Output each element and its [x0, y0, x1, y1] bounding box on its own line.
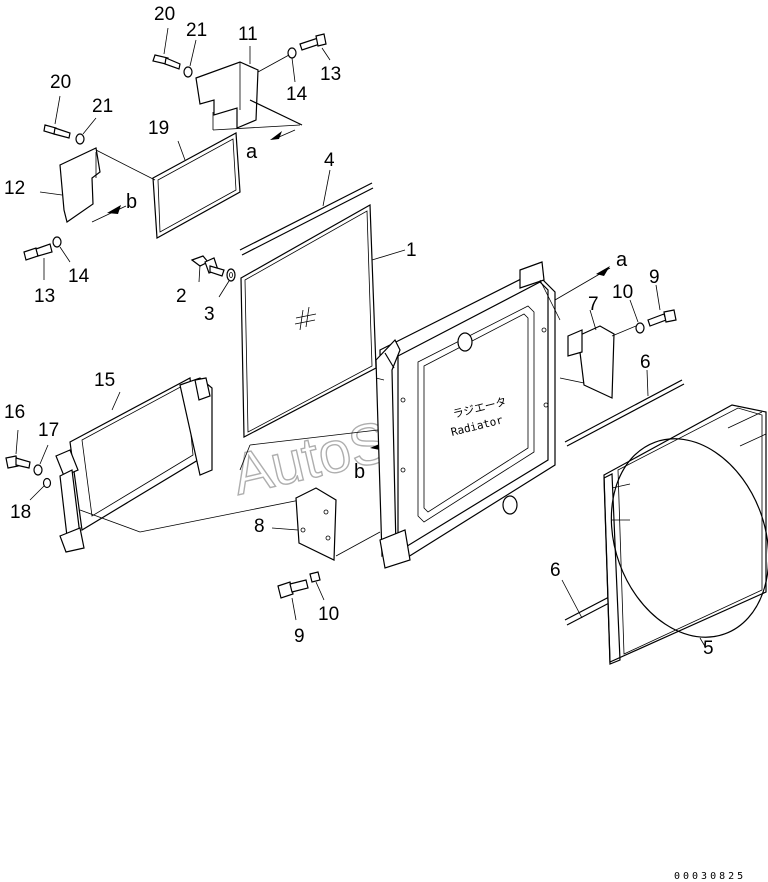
- callout-13-left: 13: [34, 286, 55, 307]
- part-19-plate: [95, 132, 241, 239]
- part-9-bolt-right: [647, 284, 677, 327]
- ref-letter-b-left: b: [126, 191, 137, 213]
- callout-12: 12: [4, 178, 25, 199]
- part-21-washer-top: [183, 39, 197, 78]
- part-9-bolt-lower: [277, 579, 309, 621]
- part-15-oil-cooler: [55, 377, 301, 553]
- ref-letter-b-lower: b: [354, 461, 365, 483]
- radiator-assembly: [375, 261, 561, 569]
- callout-18: 18: [10, 502, 31, 523]
- ref-arrow-a-right: [554, 266, 611, 301]
- callout-14-left: 14: [68, 266, 90, 287]
- part-8-plate: [271, 487, 381, 561]
- callout-16: 16: [4, 402, 25, 423]
- ref-letter-a-top: a: [246, 141, 258, 163]
- part-3-washer: [218, 268, 236, 298]
- drawing-code: 00030825: [674, 871, 746, 882]
- callout-17: 17: [38, 420, 59, 441]
- callout-5: 5: [703, 638, 714, 659]
- part-20-bolt-top: [152, 27, 181, 70]
- part-13-bolt-top: [299, 33, 331, 61]
- callout-1: 1: [406, 240, 417, 261]
- part-18-washer: [29, 477, 52, 501]
- callout-10-right: 10: [612, 282, 633, 303]
- callout-20-left: 20: [50, 72, 71, 93]
- callout-15: 15: [94, 370, 115, 391]
- callout-4: 4: [324, 150, 335, 171]
- reference-letters: a a b b: [126, 141, 628, 483]
- callout-9-lower: 9: [294, 626, 305, 647]
- callout-21-top: 21: [186, 20, 207, 41]
- part-21-washer-left: [75, 117, 97, 145]
- callout-10-lower: 10: [318, 604, 339, 625]
- part-10-washer-right: [629, 299, 645, 334]
- callout-3: 3: [204, 304, 215, 325]
- callout-8: 8: [254, 516, 265, 537]
- part-7-bracket: [559, 309, 637, 399]
- callout-14-top: 14: [286, 84, 308, 105]
- part-12-bracket: [39, 147, 127, 223]
- part-16-bolt: [5, 429, 31, 469]
- callout-6-lower: 6: [550, 560, 561, 581]
- callout-7: 7: [588, 294, 599, 315]
- callout-9-right: 9: [649, 267, 660, 288]
- part-20-bolt-left: [43, 95, 71, 139]
- part-6-strip-upper: [564, 369, 685, 447]
- part-11-bracket: [195, 46, 301, 131]
- part-14-washer-top: [257, 47, 297, 83]
- callout-19: 19: [148, 118, 169, 139]
- callout-20-top: 20: [154, 4, 175, 25]
- callout-21-left: 21: [92, 96, 113, 117]
- callout-6-upper: 6: [640, 352, 651, 373]
- part-2-wing-bolt: [190, 255, 225, 283]
- callout-13-top: 13: [320, 64, 341, 85]
- part-17-washer: [33, 444, 49, 476]
- ref-letter-a-right: a: [616, 249, 628, 271]
- part-5-fan-shroud: [603, 404, 768, 665]
- callout-2: 2: [176, 286, 187, 307]
- callout-11: 11: [238, 24, 258, 45]
- callout-labels: 1 2 3 4 5 6 6 7 8 9 9 10 10 11 12 13 13 …: [4, 4, 714, 659]
- ref-arrow-a-top: [249, 99, 303, 140]
- part-10-washer-lower: [309, 571, 325, 601]
- part-14-washer-left: [52, 236, 71, 263]
- part-13-bolt-left: [23, 243, 53, 280]
- part-4-seal-strip: [239, 169, 374, 256]
